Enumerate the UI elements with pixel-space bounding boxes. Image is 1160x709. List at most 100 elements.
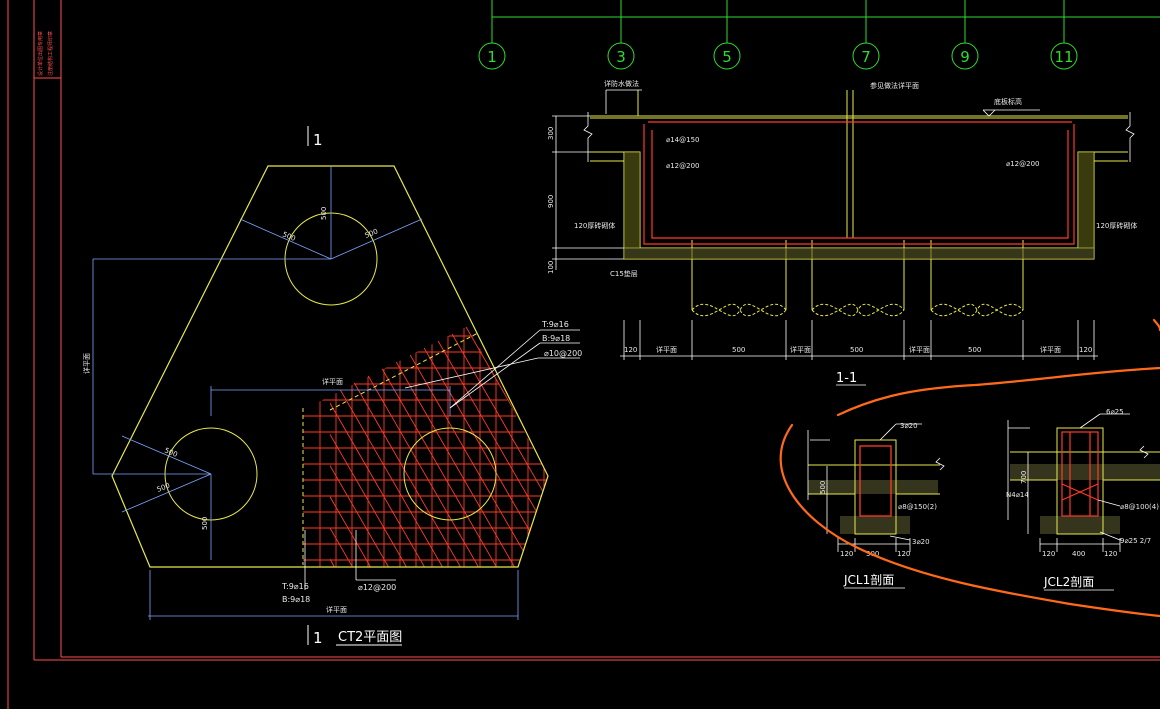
jcl2-dim-2: 120 — [1104, 550, 1117, 558]
jcl2-height: 700 — [1020, 471, 1028, 484]
ct2-leaders — [304, 329, 580, 590]
jcl2-title: JCL2剖面 — [1043, 575, 1094, 589]
axis-label-11: 11 — [1054, 48, 1073, 66]
s11-dim-h-6: 500 — [968, 346, 981, 354]
ct2-title: CT2平面图 — [338, 630, 402, 645]
s11-cushion: C15垫层 — [610, 269, 638, 278]
rebar-line-diagonal — [443, 325, 548, 567]
s11-label-center-top: 参见做法详平面 — [870, 81, 919, 90]
jcl1-rebar-cage — [859, 445, 892, 517]
rebar-line-diagonal — [552, 320, 702, 580]
rebar-dist-label-2: ⌀12@200 — [358, 583, 396, 592]
s11-dim-h-2: 500 — [732, 346, 745, 354]
jcl1-stirrup: ⌀8@150(2) — [898, 503, 937, 511]
drawing-frame — [7, 0, 1160, 709]
mesh-boundary-top — [329, 332, 479, 411]
s11-dim-v-1: 900 — [547, 195, 555, 208]
s11-dim-h-7: 详平面 — [1040, 345, 1061, 354]
jcl2-ground-hatch — [1010, 464, 1160, 480]
rebar-line-diagonal — [330, 325, 451, 567]
axis-grid — [478, 0, 1160, 70]
s11-dim-h-5: 详平面 — [909, 345, 930, 354]
rebar-top-label: T:9⌀16 — [541, 320, 569, 329]
s11-bar-side-right: ⌀12@200 — [1006, 160, 1039, 168]
rebar-line-diagonal — [174, 320, 324, 580]
jcl1-title: JCL1剖面 — [843, 573, 894, 587]
axis-label-1: 1 — [487, 48, 497, 66]
section-1-1-title: 1-1 — [836, 371, 857, 386]
rebar-line-diagonal — [330, 325, 397, 567]
axis-label-7: 7 — [861, 48, 871, 66]
rebar-line-diagonal — [570, 320, 720, 580]
rebar-line-diagonal — [533, 325, 548, 567]
jcl2-dim-0: 120 — [1042, 550, 1055, 558]
cushion-hatch — [624, 248, 1094, 259]
rebar-top-label-2: T:9⌀16 — [281, 582, 309, 591]
s11-dim-h-3: 详平面 — [790, 345, 811, 354]
dim-vertical-label: 详平面 — [82, 353, 91, 374]
jcl1-cushion-hatch — [840, 516, 910, 534]
rebar-line-diagonal — [156, 320, 306, 580]
rebar-line-diagonal — [515, 325, 548, 567]
rebar-line-diagonal — [330, 325, 361, 567]
dim-span-label: 详平面 — [322, 377, 343, 386]
jcl2-dim-1: 400 — [1072, 550, 1085, 558]
jcl1-top-bar: 3⌀20 — [900, 422, 918, 430]
rebar-line-diagonal — [389, 325, 541, 567]
rebar-line-diagonal — [330, 325, 469, 567]
jcl2-side-bar: N4⌀14 — [1006, 491, 1029, 499]
ct2-section-marks — [307, 126, 402, 646]
rebar-bottom-label-2: B:9⌀18 — [282, 595, 310, 604]
s11-bar-top: ⌀14@150 — [666, 136, 699, 144]
jcl1-dim-0: 120 — [840, 550, 853, 558]
s11-wall-left: 120厚砖砌体 — [574, 221, 615, 230]
rebar-line-diagonal — [479, 325, 548, 567]
rebar-line-diagonal — [461, 325, 548, 567]
dim-bottom-label: 详平面 — [326, 605, 347, 614]
jcl2-top-bar: 6⌀25 — [1106, 408, 1124, 416]
jcl2-bottom-bar: 9⌀25 2/7 — [1120, 537, 1151, 545]
s11-bar-side-left: ⌀12@200 — [666, 162, 699, 170]
rebar-line-diagonal — [330, 325, 379, 567]
axis-label-9: 9 — [960, 48, 970, 66]
pile-circle-right — [403, 427, 497, 521]
rebar-mesh-diagonal — [84, 320, 810, 580]
rebar-line-diagonal — [120, 320, 270, 580]
rebar-line-diagonal — [353, 325, 505, 567]
title-block-line1: 设计单位出图专用章 — [37, 31, 44, 76]
ct2-pile-cap-outline — [111, 165, 549, 568]
section-mark-bottom: 1 — [313, 629, 323, 647]
rebar-line-diagonal — [588, 320, 738, 580]
rebar-line-diagonal — [425, 325, 548, 567]
rebar-line-diagonal — [497, 325, 548, 567]
jcl2-rebar-cage — [1061, 431, 1099, 517]
s11-label-right-top: 底板标高 — [994, 97, 1022, 106]
dim-bottom-vert: 500 — [201, 517, 209, 530]
section-mark-top: 1 — [313, 131, 323, 149]
jcl1-bottom-bar: 3⌀20 — [912, 538, 930, 546]
s11-label-left-top: 详防水做法 — [604, 79, 639, 88]
jcl1-height: 500 — [819, 481, 827, 494]
s11-dim-h-8: 120 — [1079, 346, 1092, 354]
jcl2-section: 6⌀25 N4⌀14 ⌀8@100(4) 9⌀25 2/7 120 400 12… — [1006, 408, 1160, 591]
jcl1-dim-2: 120 — [897, 550, 910, 558]
rebar-line-diagonal — [660, 320, 810, 580]
s11-wall-right: 120厚砖砌体 — [1096, 221, 1137, 230]
rebar-line-diagonal — [642, 320, 792, 580]
rebar-line-diagonal — [138, 320, 288, 580]
rebar-line-diagonal — [330, 325, 415, 567]
rebar-line-diagonal — [84, 320, 234, 580]
rebar-line-diagonal — [606, 320, 756, 580]
rebar-line-diagonal — [371, 325, 523, 567]
rebar-dist-label: ⌀10@200 — [544, 349, 582, 358]
dim-top-mid: 500 — [320, 207, 328, 220]
jcl1-ground-hatch — [808, 480, 938, 494]
axis-label-3: 3 — [616, 48, 626, 66]
s11-dim-h-0: 120 — [624, 346, 637, 354]
title-block-line2: 注册结构工程师印章 — [47, 31, 54, 76]
jcl2-cushion-hatch — [1040, 516, 1120, 534]
s11-dim-h-4: 500 — [850, 346, 863, 354]
s11-dim-v-0: 300 — [547, 127, 555, 140]
rebar-bottom-label: B:9⌀18 — [542, 334, 570, 343]
